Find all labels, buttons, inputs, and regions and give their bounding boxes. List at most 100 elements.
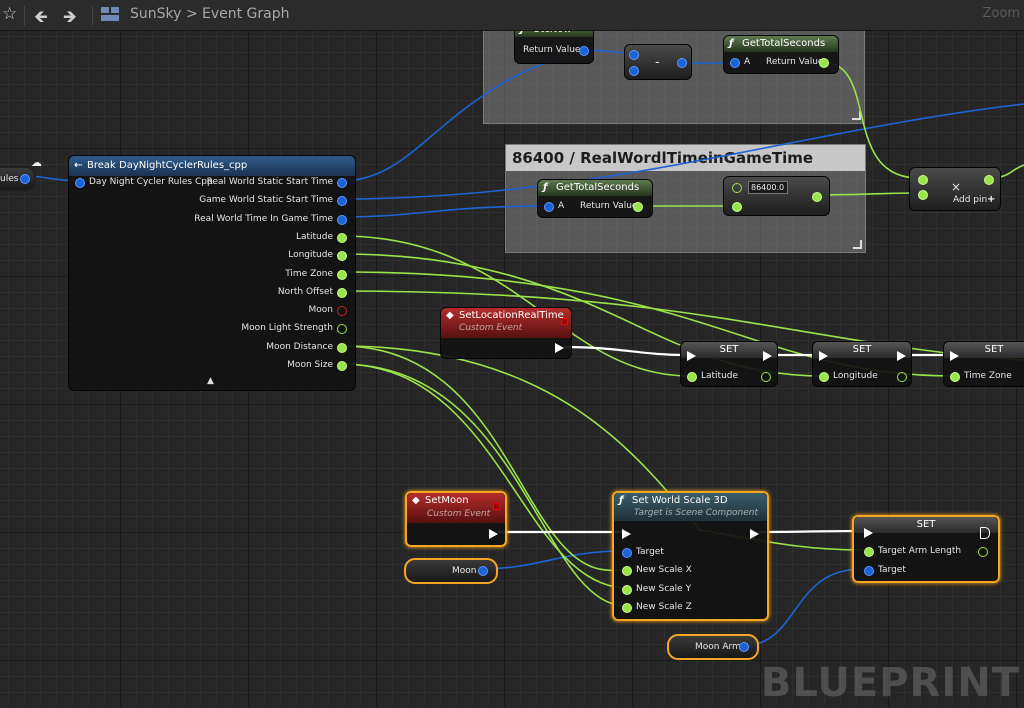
output-pin[interactable] — [761, 372, 771, 382]
break-struct-node[interactable]: ⇠Break DayNightCyclerRules_cpp Day Night… — [68, 155, 356, 391]
moon-arm-variable-getter[interactable]: Moon Arm — [667, 634, 759, 660]
input-pin-b[interactable] — [629, 66, 639, 76]
pin-label: Longitude — [288, 250, 333, 261]
pin-label: Return Value — [766, 57, 824, 67]
graph-grid-icon — [101, 7, 119, 21]
output-pin[interactable] — [739, 642, 749, 652]
input-pin[interactable] — [819, 372, 829, 382]
breadcrumb-root[interactable]: SunSky — [130, 6, 182, 22]
output-pin[interactable] — [677, 58, 687, 68]
collapse-arrow-icon[interactable]: ▲ — [207, 376, 214, 386]
set-target-arm-length-node[interactable]: SET Target Arm Length Target — [852, 515, 1000, 583]
output-pin[interactable] — [337, 251, 347, 262]
input-pin-a[interactable] — [629, 50, 639, 60]
function-icon: ƒ — [619, 495, 624, 506]
output-pin[interactable] — [337, 196, 347, 207]
star-icon[interactable]: ☆ — [2, 4, 18, 24]
divide-node[interactable]: 86400.0 — [723, 176, 830, 216]
output-pin[interactable] — [337, 287, 347, 298]
arm-length-pin[interactable] — [864, 547, 874, 557]
variable-label: Moon Arm — [695, 642, 741, 652]
return-pin[interactable] — [633, 202, 643, 212]
set-longitude-node[interactable]: SET Longitude — [812, 341, 912, 387]
pin-label: Latitude — [295, 231, 333, 242]
exec-out-pin[interactable] — [980, 527, 990, 539]
output-pin[interactable] — [337, 342, 347, 353]
target-pin[interactable] — [622, 548, 632, 558]
node-title: SetMoon — [425, 495, 469, 506]
scale-x-pin[interactable] — [622, 566, 632, 576]
output-pin[interactable] — [337, 324, 347, 335]
multiply-node[interactable]: × Add pin + — [909, 167, 1001, 211]
split-struct-icon: ⇠ — [74, 160, 83, 171]
resize-handle-icon[interactable] — [852, 111, 861, 120]
input-pin-b[interactable] — [732, 202, 742, 212]
output-pin[interactable] — [897, 372, 907, 382]
delegate-pin[interactable] — [493, 503, 500, 510]
return-pin[interactable] — [579, 46, 589, 56]
output-pin[interactable] — [337, 232, 347, 243]
add-pin-label[interactable]: Add pin — [953, 195, 988, 205]
reroute-rules-node[interactable]: ules — [0, 166, 36, 192]
set-latitude-node[interactable]: SET Latitude — [680, 341, 778, 387]
output-pin[interactable] — [337, 361, 347, 371]
exec-out-pin[interactable] — [897, 351, 906, 361]
output-pin[interactable] — [978, 547, 988, 557]
output-pin[interactable] — [337, 306, 347, 317]
input-pin-a[interactable] — [732, 183, 742, 193]
resize-handle-icon[interactable] — [853, 240, 862, 249]
pin-label: New Scale X — [636, 565, 692, 575]
output-pin[interactable] — [478, 566, 488, 576]
exec-in-pin[interactable] — [864, 528, 873, 538]
exec-out-pin[interactable] — [489, 529, 498, 539]
cloud-icon: ☁ — [31, 156, 42, 169]
input-pin-b[interactable] — [918, 190, 928, 200]
exec-in-pin[interactable] — [687, 351, 696, 361]
input-pin[interactable] — [730, 58, 740, 68]
pin-label: Return Value — [580, 201, 638, 211]
pin-label: Moon Light Strength — [241, 323, 333, 334]
return-pin[interactable] — [819, 58, 829, 68]
output-pin[interactable] — [337, 214, 347, 225]
output-pin[interactable] — [984, 175, 994, 185]
scale-y-pin[interactable] — [622, 585, 632, 595]
node-header: ◆SetLocationRealTime — [441, 308, 571, 338]
exec-out-pin[interactable] — [763, 351, 772, 361]
input-pin[interactable] — [687, 372, 697, 382]
breadcrumb-leaf[interactable]: Event Graph — [202, 6, 290, 22]
set-time-zone-node[interactable]: SET Time Zone — [943, 341, 1024, 387]
exec-in-pin[interactable] — [819, 351, 828, 361]
set-location-real-time-event[interactable]: ◆SetLocationRealTime Custom Event — [440, 307, 572, 359]
pin-label: Real World Static Start Time — [206, 177, 333, 187]
reroute-pin[interactable] — [20, 174, 30, 184]
add-pin-icon[interactable]: + — [987, 194, 996, 205]
value-field[interactable]: 86400.0 — [748, 181, 788, 194]
exec-out-pin[interactable] — [555, 343, 564, 353]
pin-label: Target — [636, 547, 664, 557]
moon-variable-getter[interactable]: Moon — [404, 558, 498, 584]
scale-z-pin[interactable] — [622, 603, 632, 613]
output-pin[interactable] — [812, 192, 822, 202]
subtract-node[interactable]: - — [624, 44, 692, 80]
output-pin[interactable] — [337, 178, 347, 188]
input-pin[interactable] — [544, 202, 554, 212]
output-pin[interactable] — [337, 269, 347, 280]
struct-input-pin[interactable] — [75, 178, 85, 188]
forward-arrow-icon[interactable]: 🡺 — [63, 7, 77, 27]
pin-label: Real World Time In Game Time — [194, 213, 333, 224]
set-moon-event[interactable]: ◆SetMoon Custom Event — [405, 491, 507, 547]
input-pin-a[interactable] — [918, 175, 928, 185]
delegate-pin[interactable] — [561, 318, 568, 325]
back-arrow-icon[interactable]: 🡸 — [34, 7, 48, 27]
exec-in-pin[interactable] — [950, 351, 959, 361]
input-pin[interactable] — [950, 372, 960, 382]
target-pin[interactable] — [864, 566, 874, 576]
event-icon: ◆ — [446, 310, 454, 321]
exec-in-pin[interactable] — [622, 529, 631, 539]
exec-out-pin[interactable] — [750, 529, 759, 539]
